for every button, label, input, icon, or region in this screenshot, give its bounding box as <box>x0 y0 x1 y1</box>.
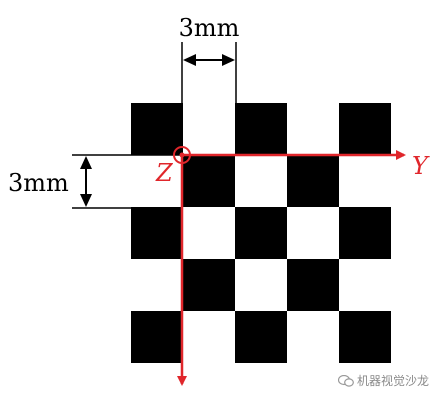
checker-square <box>287 155 339 207</box>
checker-square <box>183 259 235 311</box>
checker-square <box>131 207 183 259</box>
axis-z-label: Z <box>155 159 174 187</box>
dim-left-arrowhead-top <box>80 156 92 169</box>
axis-z-circle-icon <box>173 146 191 164</box>
dim-top-arrowhead-right <box>222 54 235 66</box>
dim-top-label: 3mm <box>179 14 240 42</box>
wechat-icon <box>337 374 354 387</box>
checker-square <box>339 311 391 363</box>
dim-top-arrowhead-left <box>183 54 196 66</box>
checker-square <box>339 207 391 259</box>
checkerboard-squares <box>131 103 391 363</box>
checker-square <box>235 311 287 363</box>
axis-z-dot-icon <box>179 152 185 158</box>
checker-square <box>235 207 287 259</box>
checker-square <box>183 155 235 207</box>
dim-left-label: 3mm <box>8 169 69 197</box>
checker-square <box>287 259 339 311</box>
checker-square <box>131 103 183 155</box>
checker-square <box>339 103 391 155</box>
checker-square <box>131 311 183 363</box>
watermark: 机器视觉沙龙 <box>337 372 430 389</box>
dim-left-arrowhead-bottom <box>80 194 92 207</box>
watermark-text: 机器视觉沙龙 <box>357 374 430 388</box>
axis-y-label: Y <box>412 152 430 180</box>
checker-square <box>235 103 287 155</box>
